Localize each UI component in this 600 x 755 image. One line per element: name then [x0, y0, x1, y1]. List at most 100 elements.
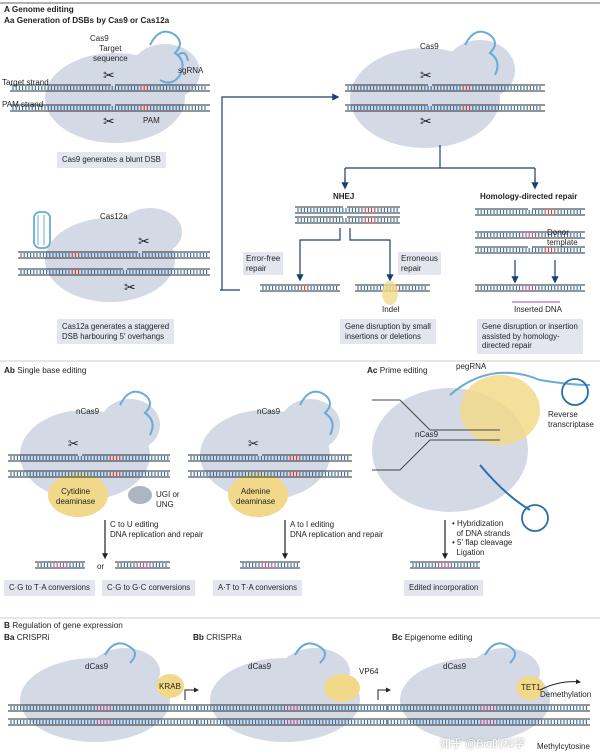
label-adenine-deaminase: Adenine deaminase	[236, 487, 276, 506]
label-ncas9-2: nCas9	[257, 407, 281, 416]
heading-ba-text: CRISPRi	[16, 633, 50, 642]
heading-bb-text: CRISPRa	[206, 633, 242, 642]
dcas9-crispra	[210, 642, 360, 742]
label-dcas9-2: dCas9	[248, 662, 272, 671]
dna-ncas9-cyt-b	[8, 470, 170, 478]
caption-disruption-insertion: Gene disruption or insertion assisted by…	[477, 319, 583, 354]
title-ab: Ab	[4, 366, 15, 375]
label-cytidine-deaminase: Cytidine deaminase	[56, 487, 96, 506]
title-bb: Bb	[193, 633, 204, 642]
dna-ncas9-cyt-a	[8, 454, 170, 462]
dna-inserted	[475, 284, 585, 292]
heading-b: B Regulation of gene expression	[4, 621, 123, 630]
label-target-strand: Target strand	[2, 78, 49, 87]
heading-bc-text: Epigenome editing	[404, 633, 473, 642]
heading-bb: Bb CRISPRa	[193, 633, 242, 642]
caption-cas12a: Cas12a generates a staggered DSB harbour…	[57, 319, 175, 344]
dna-strand-cas9-left-b	[10, 104, 210, 112]
label-krab: KRAB	[159, 682, 181, 691]
dna-result-cg-gc	[115, 561, 170, 569]
label-cas9-right: Cas9	[420, 42, 439, 51]
dna-edited-incorporation	[410, 561, 480, 569]
label-prime-steps: • Hybridization of DNA strands • 5′ flap…	[452, 519, 513, 557]
dna-strand-cas9-right-a	[345, 84, 545, 92]
arrow-cas12a-to-right	[220, 93, 340, 291]
label-cas9-left: Cas9	[90, 34, 109, 43]
title-ba: Ba	[4, 633, 15, 642]
dna-epi-a	[385, 704, 590, 712]
dna-crispra-a	[195, 704, 390, 712]
heading-ba: Ba CRISPRi	[4, 633, 50, 642]
label-error-free: Error-free repair	[243, 252, 284, 275]
label-atoi: A to I editing DNA replication and repai…	[290, 520, 384, 539]
label-methylcytosine: Methylcytosine	[537, 742, 590, 751]
scissors-icon: ✂	[420, 113, 432, 129]
dna-crispra-b	[195, 718, 390, 726]
caption-edited: Edited incorporation	[404, 580, 484, 596]
dna-hdr-mid	[475, 246, 585, 254]
scissors-icon: ✂	[68, 436, 79, 451]
label-pegrna: pegRNA	[456, 362, 487, 371]
label-reverse-transcriptase: Reverse transcriptase	[548, 410, 594, 429]
arrow-split	[344, 145, 536, 185]
dna-epi-b	[385, 718, 590, 726]
dna-strand-cas9-left	[10, 84, 210, 92]
dna-strand-cas9-right-b	[345, 104, 545, 112]
heading-a-text: Genome editing	[11, 5, 74, 14]
dcas9-crispri	[20, 642, 184, 742]
title-aa: Aa	[4, 16, 15, 25]
heading-ac-text: Prime editing	[379, 366, 428, 375]
title-a: A	[4, 5, 10, 14]
caption-at-ta: A·T to T·A conversions	[213, 580, 303, 596]
dna-nhej-top	[295, 206, 400, 214]
heading-b-text: Regulation of gene expression	[12, 621, 123, 630]
label-dcas9-1: dCas9	[85, 662, 109, 671]
dna-result-cg-ta	[35, 561, 85, 569]
label-ncas9-3: nCas9	[415, 430, 439, 439]
arrow-nhej-right	[349, 228, 394, 282]
arrow-nhej-left	[296, 228, 341, 282]
scissors-icon: ✂	[420, 67, 432, 83]
watermark: 知乎 @Bio的科学	[440, 738, 526, 750]
label-vp64: VP64	[359, 667, 379, 676]
scissors-icon: ✂	[103, 67, 115, 83]
label-dcas9-3: dCas9	[443, 662, 467, 671]
label-ctou: C to U editing DNA replication and repai…	[110, 520, 204, 539]
caption-disruption-small: Gene disruption by small insertions or d…	[340, 319, 436, 344]
heading-ac: Ac Prime editing	[367, 366, 428, 375]
label-nhej: NHEJ	[333, 192, 355, 201]
label-demethylation: Demethylation	[540, 690, 592, 699]
heading-aa-text: Generation of DSBs by Cas9 or Cas12a	[16, 16, 170, 25]
dna-hdr-top	[475, 208, 585, 216]
scissors-icon: ✂	[138, 233, 150, 249]
promoter-arrow-icon	[377, 687, 391, 700]
dna-crispri-a	[8, 704, 200, 712]
label-indel: Indel	[382, 305, 400, 314]
caption-cg-ta: C·G to T·A conversions	[4, 580, 95, 596]
label-pam-strand: PAM strand	[2, 100, 44, 109]
caption-cg-gc: C·G to G·C conversions	[102, 580, 196, 596]
caption-cas9-blunt: Cas9 generates a blunt DSB	[57, 152, 166, 168]
title-b: B	[4, 621, 10, 630]
heading-bc: Bc Epigenome editing	[392, 633, 473, 642]
dna-ncas9-ade-a	[188, 454, 352, 462]
dna-crispri-b	[8, 718, 200, 726]
label-sgrna: sgRNA	[178, 66, 204, 75]
label-cas12a: Cas12a	[100, 212, 128, 221]
label-target-sequence: Target sequence	[93, 44, 128, 63]
scissors-icon: ✂	[124, 279, 136, 295]
label-inserted-dna: Inserted DNA	[514, 305, 563, 314]
heading-ab-text: Single base editing	[17, 366, 87, 375]
heading-a: A Genome editing	[4, 5, 74, 14]
dna-nhej-bot	[295, 216, 400, 224]
dna-strand-cas12a-b	[18, 268, 210, 276]
label-donor-template: Donor template	[547, 228, 578, 247]
cas12a-complex	[33, 208, 182, 302]
scissors-icon: ✂	[248, 436, 259, 451]
label-ncas9-1: nCas9	[76, 407, 100, 416]
label-hdr: Homology-directed repair	[480, 192, 578, 201]
dna-result-at-ta	[240, 561, 300, 569]
label-pam: PAM	[143, 116, 160, 125]
dna-error-free	[260, 284, 340, 292]
